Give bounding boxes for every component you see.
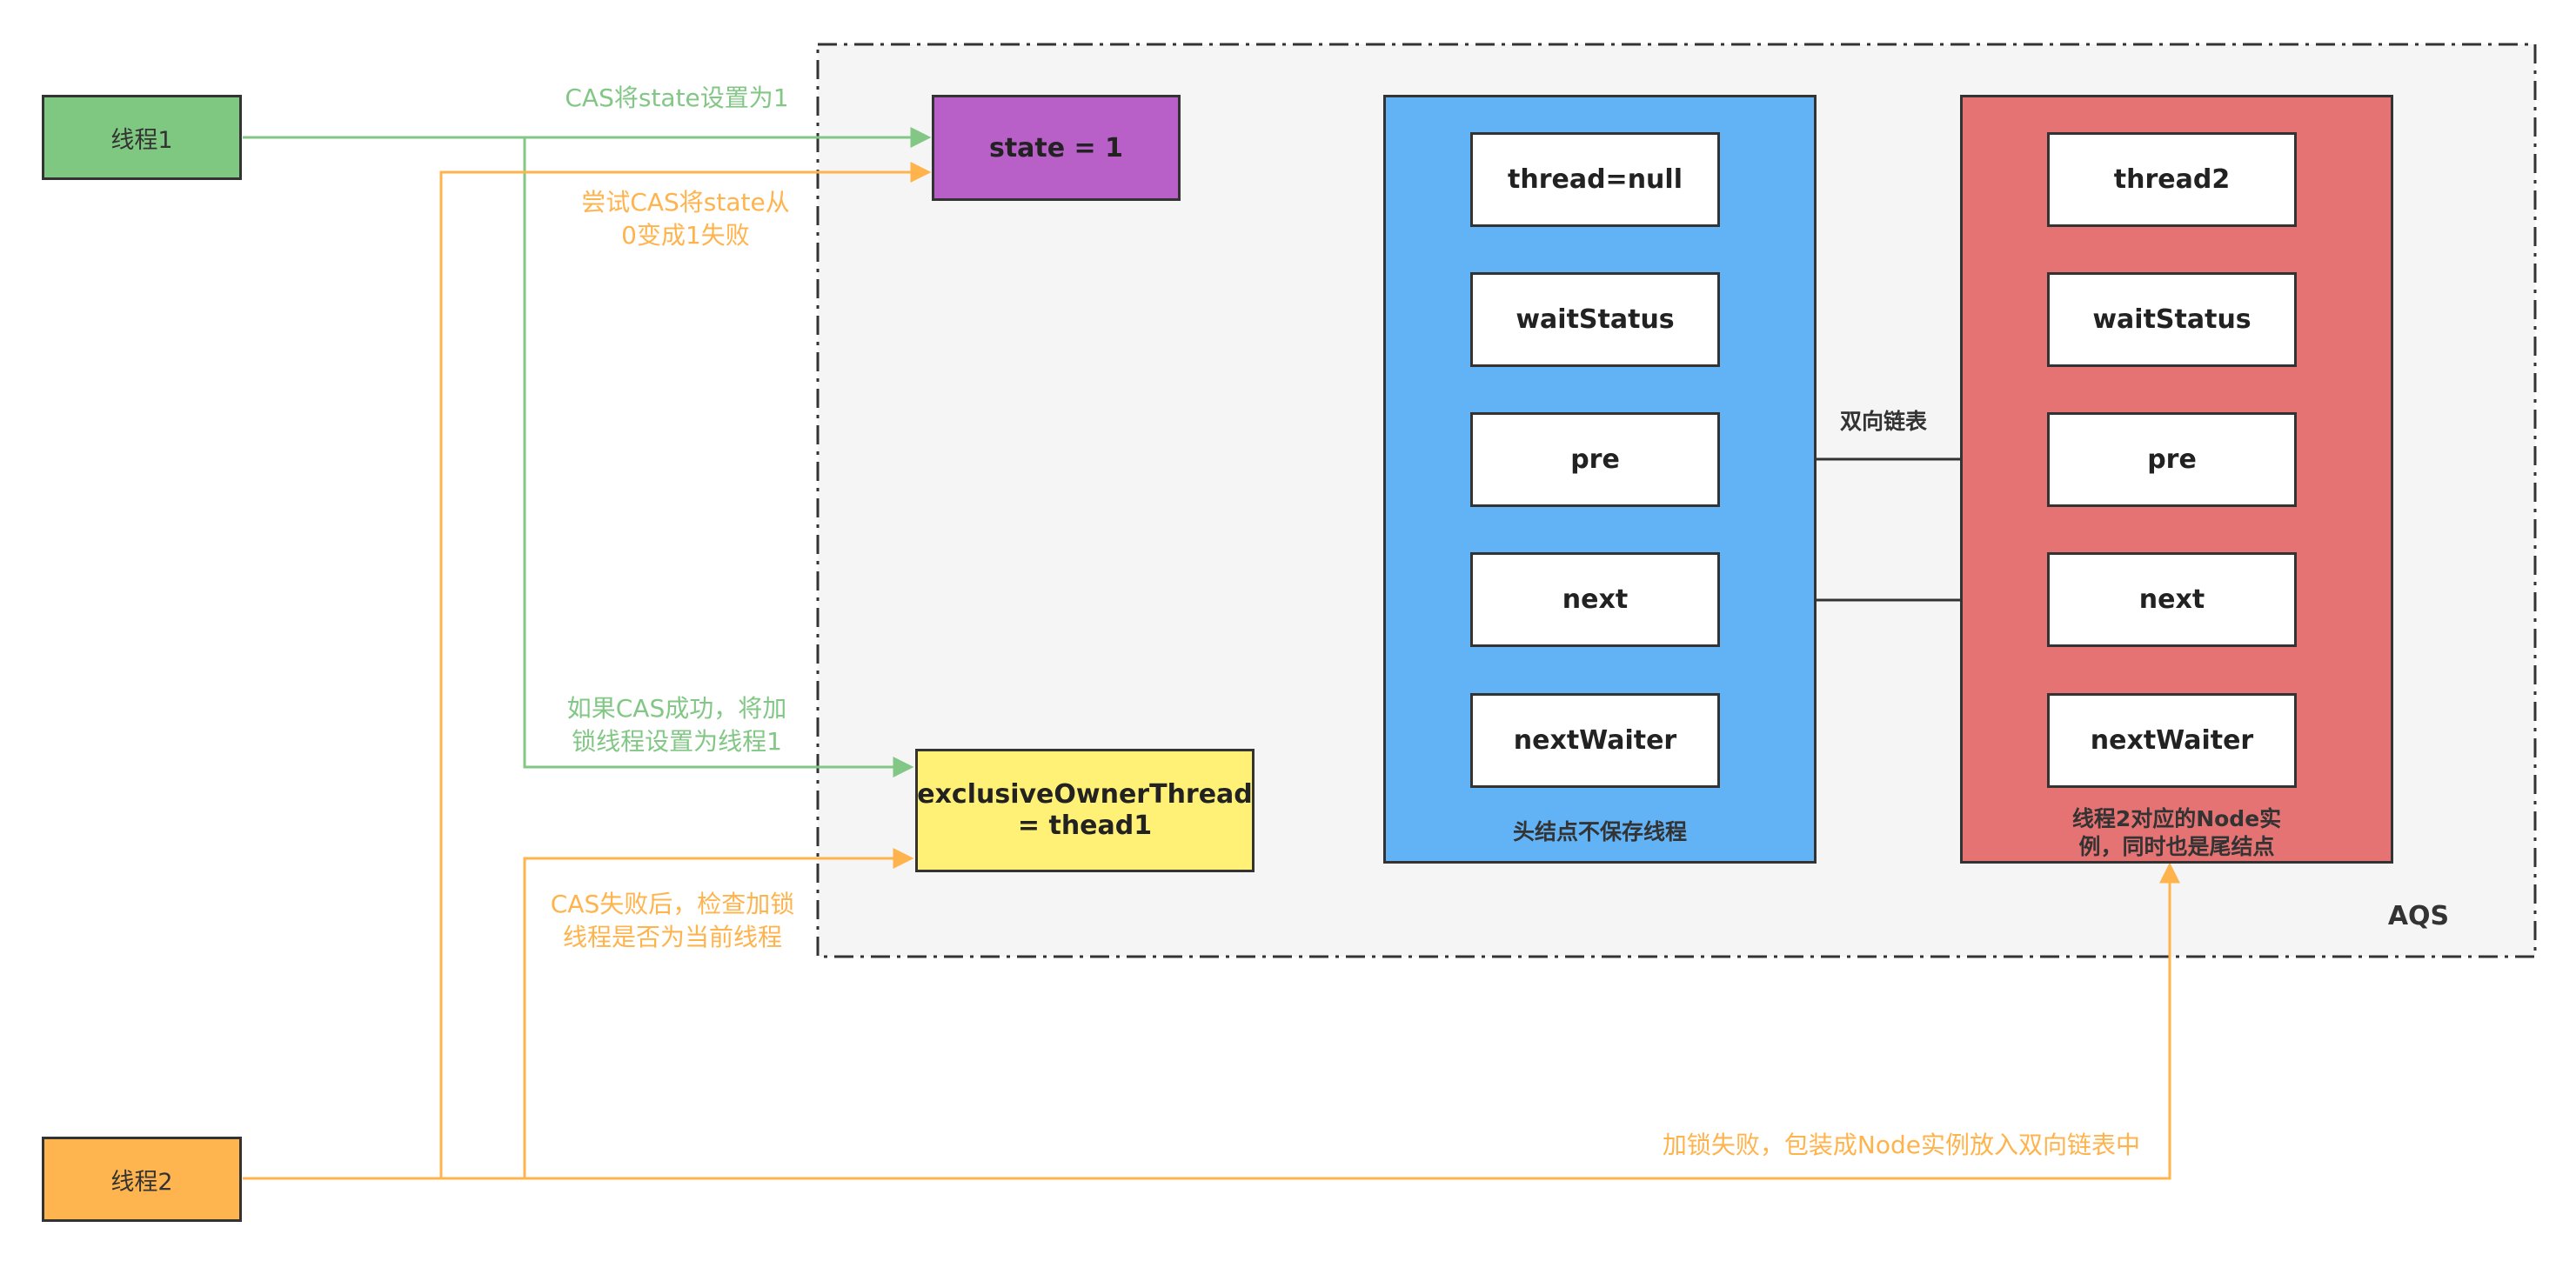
head-node-nextwaiter-field: nextWaiter: [1470, 693, 1720, 788]
thread2-box: 线程2: [42, 1137, 242, 1222]
head-node: thread=null waitStatus pre next nextWait…: [1383, 95, 1817, 864]
tail-node-waitstatus-field: waitStatus: [2047, 272, 2297, 367]
head-node-caption: 头结点不保存线程: [1512, 819, 1687, 844]
label-enqueue: 加锁失败，包装成Node实例放入双向链表中: [1662, 1131, 2140, 1159]
label-cas-try-fail: 尝试CAS将state从 0变成1失败: [581, 188, 790, 250]
edge-thread2-to-state: [439, 162, 932, 1178]
tail-node-pre-field: pre: [2047, 412, 2297, 507]
tail-node-caption: 线程2对应的Node实 例，同时也是尾结点: [2071, 806, 2282, 859]
head-node-thread-field: thread=null: [1470, 132, 1720, 227]
thread1-box: 线程1: [42, 95, 242, 180]
label-cas-set-state: CAS将state设置为1: [565, 83, 789, 112]
label-cas-fail-check: CAS失败后，检查加锁 线程是否为当前线程: [550, 890, 795, 951]
head-node-waitstatus-field: waitStatus: [1470, 272, 1720, 367]
doubly-linked-list-label: 双向链表: [1839, 409, 1927, 434]
tail-node-next-field: next: [2047, 552, 2297, 647]
edge-thread1-to-owner: [523, 137, 914, 777]
tail-node-nextwaiter-field: nextWaiter: [2047, 693, 2297, 788]
edge-thread2-to-owner: [441, 848, 914, 1180]
label-cas-success-owner: 如果CAS成功，将加 锁线程设置为线程1: [566, 694, 787, 756]
state-box: state = 1: [932, 95, 1181, 201]
exclusive-owner-thread-box: exclusiveOwnerThread = thead1: [915, 749, 1255, 872]
aqs-title: AQS: [2387, 901, 2450, 931]
head-node-next-field: next: [1470, 552, 1720, 647]
edge-thread2-to-tail-node: [525, 862, 2180, 1180]
tail-node: thread2 waitStatus pre next nextWaiter 线…: [1960, 95, 2393, 864]
tail-node-thread-field: thread2: [2047, 132, 2297, 227]
head-node-pre-field: pre: [1470, 412, 1720, 507]
